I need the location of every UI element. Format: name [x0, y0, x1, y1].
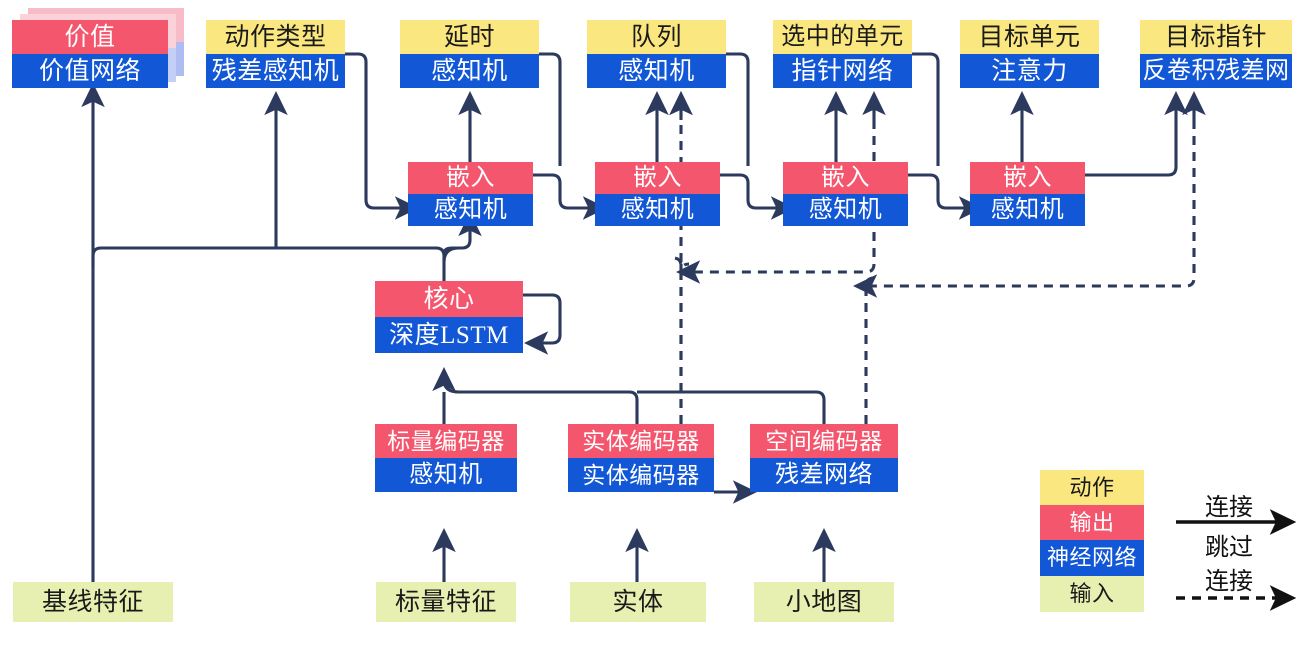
- node-selected-units-network: 指针网络: [773, 54, 912, 88]
- node-spatial-encoder[interactable]: 空间编码器 残差网络: [750, 424, 898, 492]
- node-embed-4-output: 嵌入: [970, 162, 1085, 194]
- legend-swatches: 动作 输出 神经网络 输入: [1040, 470, 1144, 612]
- node-embed-1[interactable]: 嵌入 感知机: [408, 162, 533, 226]
- legend-skip-label-line2: 连接: [1205, 569, 1253, 595]
- legend-action-label: 动作: [1040, 470, 1144, 505]
- node-embed-4[interactable]: 嵌入 感知机: [970, 162, 1085, 226]
- node-entities-label: 实体: [570, 582, 706, 622]
- node-value-network: 价值网络: [12, 54, 168, 88]
- node-value[interactable]: 价值 价值网络: [12, 20, 168, 88]
- legend-connect-label: 连接: [1205, 495, 1253, 521]
- node-action-type-network: 残差感知机: [206, 54, 345, 88]
- node-delay-network: 感知机: [400, 54, 539, 88]
- node-target-point-network: 反卷积残差网: [1140, 54, 1292, 88]
- node-spatial-encoder-output: 空间编码器: [750, 424, 898, 458]
- node-embed-1-network: 感知机: [408, 194, 533, 226]
- node-delay-action: 延时: [400, 20, 539, 54]
- node-target-unit-network: 注意力: [960, 54, 1099, 88]
- node-core[interactable]: 核心 深度LSTM: [375, 281, 523, 353]
- node-selected-units-action: 选中的单元: [773, 20, 912, 54]
- node-baseline-features[interactable]: 基线特征: [13, 582, 173, 622]
- node-queue-network: 感知机: [587, 54, 726, 88]
- node-embed-2[interactable]: 嵌入 感知机: [595, 162, 720, 226]
- legend-skip-label-line1: 跳过: [1205, 535, 1253, 561]
- node-selected-units[interactable]: 选中的单元 指针网络: [773, 20, 912, 88]
- node-action-type[interactable]: 动作类型 残差感知机: [206, 20, 345, 88]
- node-entity-encoder-network: 实体编码器: [568, 458, 714, 492]
- node-scalar-features-label: 标量特征: [376, 582, 516, 622]
- node-embed-3-network: 感知机: [783, 194, 908, 226]
- node-scalar-encoder-output: 标量编码器: [375, 424, 517, 458]
- node-embed-2-network: 感知机: [595, 194, 720, 226]
- node-entity-encoder[interactable]: 实体编码器 实体编码器: [568, 424, 714, 492]
- node-target-unit[interactable]: 目标单元 注意力: [960, 20, 1099, 88]
- node-core-network: 深度LSTM: [375, 317, 523, 353]
- node-embed-1-output: 嵌入: [408, 162, 533, 194]
- node-scalar-encoder[interactable]: 标量编码器 感知机: [375, 424, 517, 492]
- node-target-point-action: 目标指针: [1140, 20, 1292, 54]
- node-embed-2-output: 嵌入: [595, 162, 720, 194]
- node-minimap[interactable]: 小地图: [754, 582, 894, 622]
- node-core-output: 核心: [375, 281, 523, 317]
- node-queue-action: 队列: [587, 20, 726, 54]
- node-scalar-encoder-network: 感知机: [375, 458, 517, 492]
- node-entity-encoder-output: 实体编码器: [568, 424, 714, 458]
- node-embed-3-output: 嵌入: [783, 162, 908, 194]
- node-value-action: 价值: [12, 20, 168, 54]
- node-queue[interactable]: 队列 感知机: [587, 20, 726, 88]
- node-embed-3[interactable]: 嵌入 感知机: [783, 162, 908, 226]
- node-entities[interactable]: 实体: [570, 582, 706, 622]
- node-spatial-encoder-network: 残差网络: [750, 458, 898, 492]
- node-target-point[interactable]: 目标指针 反卷积残差网: [1140, 20, 1292, 88]
- node-delay[interactable]: 延时 感知机: [400, 20, 539, 88]
- node-action-type-action: 动作类型: [206, 20, 345, 54]
- legend-network-label: 神经网络: [1040, 540, 1144, 576]
- node-target-unit-action: 目标单元: [960, 20, 1099, 54]
- node-embed-4-network: 感知机: [970, 194, 1085, 226]
- legend-input-label: 输入: [1040, 576, 1144, 612]
- node-minimap-label: 小地图: [754, 582, 894, 622]
- legend-output-label: 输出: [1040, 505, 1144, 540]
- node-scalar-features[interactable]: 标量特征: [376, 582, 516, 622]
- node-baseline-features-label: 基线特征: [13, 582, 173, 622]
